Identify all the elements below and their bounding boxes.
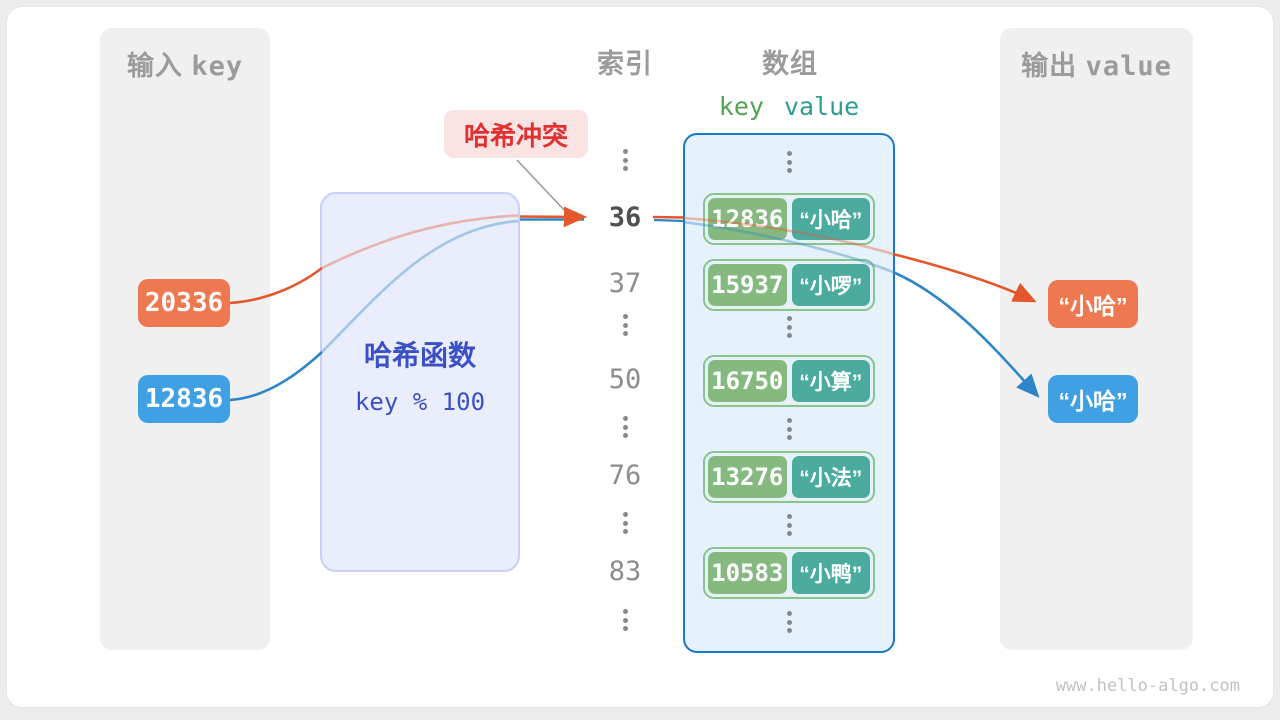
key-value-pair: 16750“小算” (703, 355, 875, 407)
array-column-header: 数组 (762, 49, 818, 79)
array-pair-row: 13276“小法” (685, 451, 893, 503)
array-bucket-box: 12836“小哈”15937“小啰”16750“小算”13276“小法”1058… (683, 133, 895, 653)
vertical-ellipsis (622, 148, 628, 173)
key-value-pair: 13276“小法” (703, 451, 875, 503)
input-key-chip-20336: 20336 (138, 279, 230, 327)
index-gap-dots (585, 506, 665, 540)
website-url: www.hello-algo.com (1055, 676, 1240, 696)
key-value-pair: 12836“小哈” (703, 193, 875, 245)
vertical-ellipsis (622, 608, 628, 633)
pair-key-cell: 10583 (708, 552, 787, 594)
pair-key-cell: 15937 (708, 264, 787, 306)
hash-function-title: 哈希函数 (363, 340, 476, 371)
key-value-pair: 15937“小啰” (703, 259, 875, 311)
index-label-50: 50 (608, 363, 642, 395)
vertical-ellipsis (622, 313, 628, 338)
hash-function-formula: key % 100 (354, 388, 486, 416)
vertical-ellipsis (786, 610, 792, 635)
array-pair-row: 12836“小哈” (685, 193, 893, 245)
vertical-ellipsis (786, 513, 792, 538)
key-header-label: key (718, 92, 764, 121)
vertical-ellipsis (786, 150, 792, 175)
pair-value-cell: “小啰” (791, 264, 870, 306)
index-gap-dots (585, 308, 665, 342)
hash-collision-label: 哈希冲突 (444, 110, 588, 158)
vertical-ellipsis (622, 415, 628, 440)
array-gap-dots (685, 596, 893, 648)
array-gap-dots (685, 136, 893, 188)
vertical-ellipsis (622, 511, 628, 536)
key-value-header: key value (683, 92, 895, 121)
index-gap-dots (585, 603, 665, 637)
array-pair-row: 16750“小算” (685, 355, 893, 407)
index-label-36: 36 (608, 201, 642, 233)
output-value-panel: 输出 value (1000, 28, 1193, 650)
hash-function-box: 哈希函数 key % 100 (320, 192, 520, 572)
array-gap-dots (685, 301, 893, 353)
pair-value-cell: “小哈” (791, 198, 870, 240)
array-pair-row: 15937“小啰” (685, 259, 893, 311)
input-panel-title: 输入 key (126, 51, 244, 82)
index-label-37: 37 (608, 267, 642, 299)
pair-key-cell: 12836 (708, 198, 787, 240)
output-value-chip-blue: “小哈” (1048, 375, 1138, 423)
index-gap-dots (585, 410, 665, 444)
input-key-chip-12836: 12836 (138, 375, 230, 423)
array-gap-dots (685, 403, 893, 455)
pair-value-cell: “小算” (791, 360, 870, 402)
pair-key-cell: 13276 (708, 456, 787, 498)
vertical-ellipsis (786, 417, 792, 442)
index-label-83: 83 (608, 555, 642, 587)
pair-value-cell: “小鸭” (791, 552, 870, 594)
index-label-76: 76 (608, 459, 642, 491)
output-panel-title: 输出 value (1021, 51, 1172, 82)
array-pair-row: 10583“小鸭” (685, 547, 893, 599)
pair-value-cell: “小法” (791, 456, 870, 498)
input-key-panel: 输入 key (100, 28, 270, 650)
array-gap-dots (685, 499, 893, 551)
key-value-pair: 10583“小鸭” (703, 547, 875, 599)
index-gap-dots (585, 143, 665, 177)
vertical-ellipsis (786, 315, 792, 340)
index-column-header: 索引 (597, 49, 653, 79)
output-value-chip-orange: “小哈” (1048, 280, 1138, 328)
value-header-label: value (783, 92, 860, 121)
index-column: 36 37 50 76 83 (585, 135, 665, 650)
pair-key-cell: 16750 (708, 360, 787, 402)
